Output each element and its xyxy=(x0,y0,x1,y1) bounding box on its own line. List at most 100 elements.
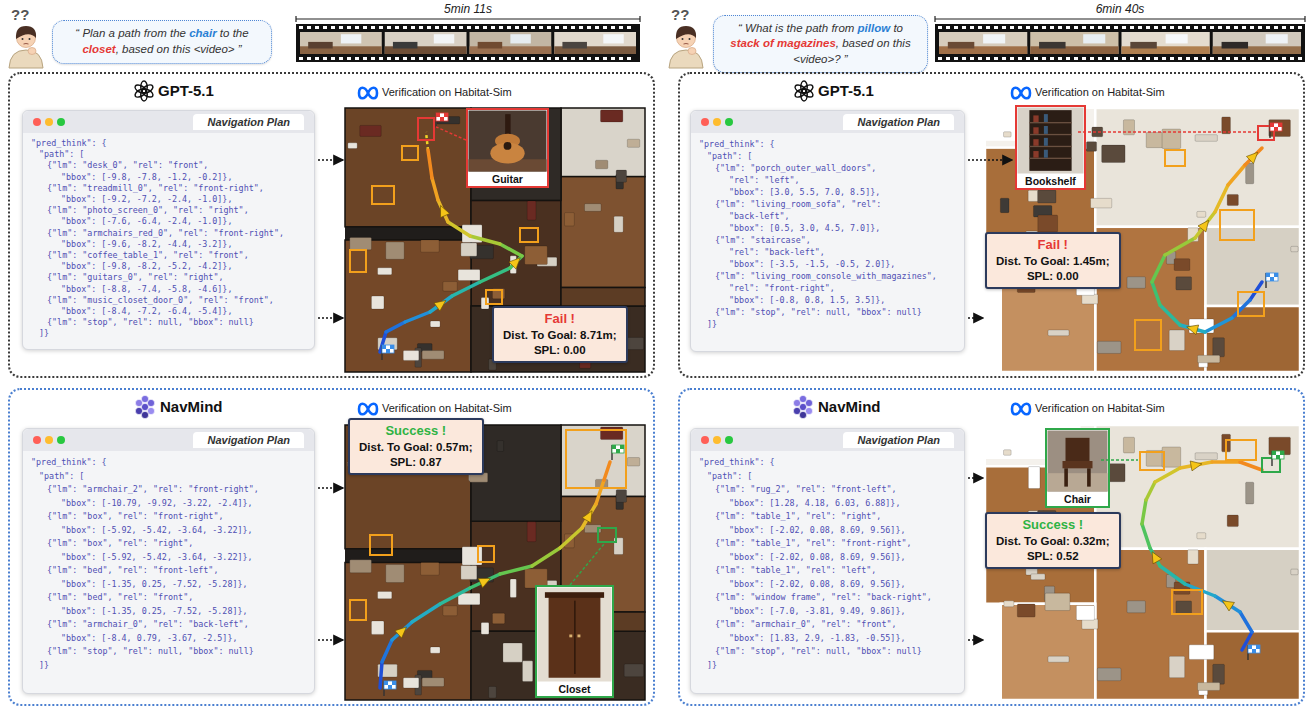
word: the xyxy=(170,27,189,39)
furniture xyxy=(600,110,622,122)
sprocket-hole xyxy=(539,57,543,60)
flag-cell xyxy=(1256,649,1260,653)
duration-label: 5min 11s xyxy=(444,2,492,16)
sprocket-hole xyxy=(1074,26,1078,29)
furniture xyxy=(1045,593,1070,610)
furniture xyxy=(1291,569,1298,575)
sprocket-hole xyxy=(347,57,351,60)
sprocket-hole xyxy=(1106,26,1110,29)
person-icon xyxy=(9,26,43,68)
word: ” xyxy=(238,43,242,55)
sprocket-hole xyxy=(1026,26,1030,29)
trajectory-segment xyxy=(440,588,470,604)
word: based xyxy=(842,37,877,49)
plan-ground xyxy=(345,108,645,372)
sprocket-hole xyxy=(1058,57,1062,60)
code-line: {"lm": "stop", "rel": null, "bbox": null… xyxy=(699,645,956,659)
sprocket-hole xyxy=(1242,26,1246,29)
sprocket-hole xyxy=(1250,26,1254,29)
furniture xyxy=(1246,482,1254,504)
furniture xyxy=(522,661,532,682)
sprocket-hole xyxy=(1066,26,1070,29)
sprocket-hole xyxy=(419,57,423,60)
sprocket-hole xyxy=(1146,57,1150,60)
sprocket-hole xyxy=(451,57,455,60)
trajectory-segment xyxy=(1205,318,1232,332)
sprocket-hole xyxy=(1266,57,1270,60)
panel-title: NavMind xyxy=(818,398,881,415)
furniture xyxy=(458,593,480,605)
flag-cell xyxy=(1276,451,1280,455)
flag-cell xyxy=(382,349,386,353)
furniture xyxy=(1169,656,1184,677)
landmark-box xyxy=(1220,210,1254,240)
sprocket-hole xyxy=(611,57,615,60)
landmark-box xyxy=(520,228,538,242)
heading-arrow xyxy=(1185,322,1198,335)
logo-petal xyxy=(794,83,808,95)
flag xyxy=(1266,273,1278,288)
sprocket-hole xyxy=(1218,57,1222,60)
furniture xyxy=(1028,467,1040,489)
furniture xyxy=(1004,450,1012,456)
wardrobe-split xyxy=(574,601,575,674)
trajectory-segment xyxy=(380,662,382,688)
trajectory xyxy=(1135,126,1274,350)
highlight-word: stack xyxy=(730,37,759,49)
sprocket-hole xyxy=(978,57,982,60)
trajectory-segment xyxy=(1142,500,1146,524)
code-line: {"lm": "photo_screen_0", "rel": "right", xyxy=(31,205,306,216)
sprocket-hole xyxy=(1258,26,1262,29)
callout-tether xyxy=(1078,131,1256,132)
meta-logo xyxy=(1012,404,1030,415)
sprocket-hole xyxy=(1266,26,1270,29)
sprocket-hole xyxy=(339,57,343,60)
trajectory-segment xyxy=(604,462,610,480)
landmark-box xyxy=(1226,440,1256,460)
furniture xyxy=(458,269,480,280)
leader-arrow xyxy=(968,159,1012,161)
callout-label: Closet xyxy=(537,682,612,696)
sprocket-hole xyxy=(547,26,551,29)
sprocket-hole xyxy=(411,57,415,60)
code-line: "pred_think": { xyxy=(31,456,306,470)
word: to xyxy=(220,27,233,39)
highlight-word: magazines xyxy=(777,37,836,49)
furniture xyxy=(1127,277,1145,288)
word: closet, xyxy=(82,43,122,55)
trajectory-segment xyxy=(470,574,500,588)
question-bubble: “ Plan a path from the chair to the clos… xyxy=(52,20,272,63)
sprocket-hole xyxy=(515,57,519,60)
flag-cell xyxy=(1274,277,1278,281)
word: “ xyxy=(738,22,745,34)
sprocket-hole xyxy=(491,57,495,60)
room xyxy=(1001,604,1096,700)
trajectory-segment xyxy=(1152,255,1165,282)
flag-cell xyxy=(1274,123,1278,127)
sprocket-hole xyxy=(435,26,439,29)
word: magazines, xyxy=(777,37,842,49)
word: on xyxy=(877,37,893,49)
sprocket-hole xyxy=(507,26,511,29)
code-line: "bbox": [1.83, 2.9, -1.83, -0.55]}, xyxy=(699,632,956,646)
code-line: {"lm": "window frame", "rel": "back-righ… xyxy=(699,591,956,605)
sprocket-hole xyxy=(579,26,583,29)
question-marks: ?? xyxy=(671,6,689,23)
trajectory-segment xyxy=(560,528,582,548)
code-line: "bbox": [-9.8, -7.8, -1.2, -0.2]}, xyxy=(31,172,306,183)
word: from xyxy=(831,22,857,34)
sprocket-hole xyxy=(395,26,399,29)
room xyxy=(345,563,471,701)
sprocket-hole xyxy=(954,57,958,60)
sprocket-hole xyxy=(1234,57,1238,60)
furniture xyxy=(386,242,404,259)
highlight-word: of xyxy=(763,37,774,49)
sprocket-hole xyxy=(1090,57,1094,60)
sprocket-hole xyxy=(954,26,958,29)
book xyxy=(1033,127,1038,134)
trajectory-segment xyxy=(582,504,596,528)
code-line: "path": [ xyxy=(699,470,956,484)
furniture xyxy=(492,613,504,624)
frame-furniture xyxy=(308,42,333,49)
code-line: {"lm": "bed", "rel": "front", xyxy=(31,591,306,605)
